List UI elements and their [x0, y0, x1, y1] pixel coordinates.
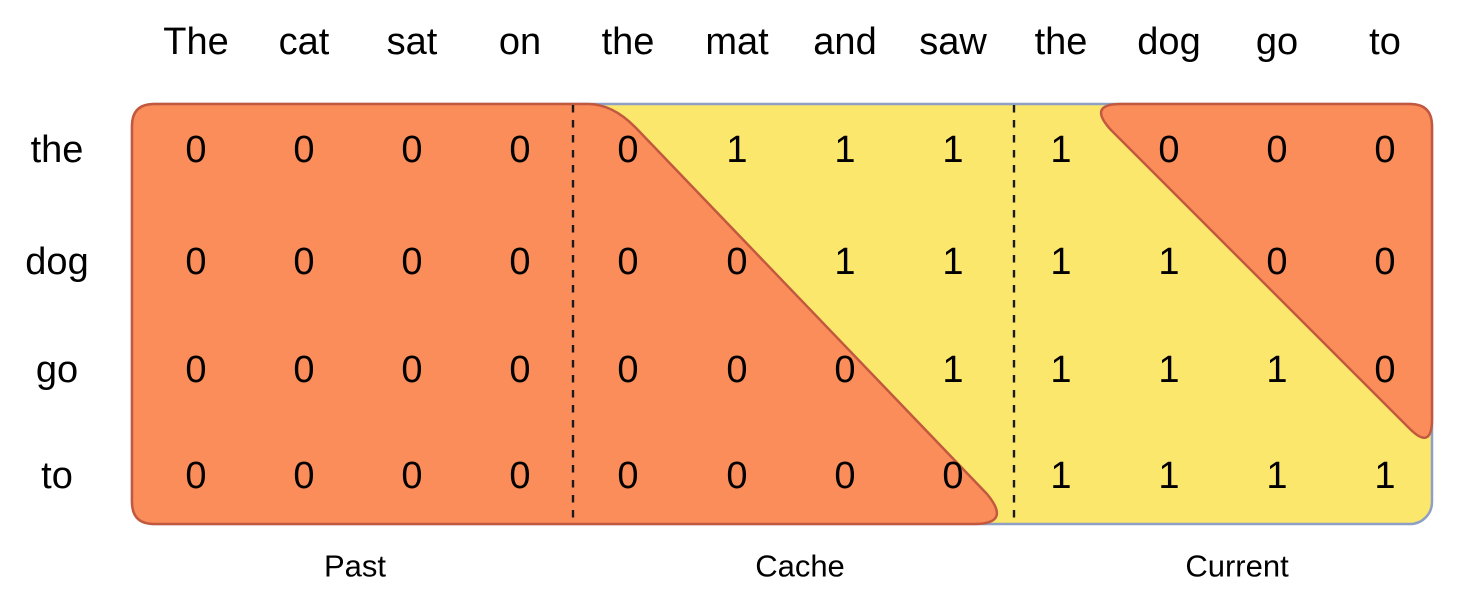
column-header: mat — [705, 21, 769, 63]
column-header: saw — [919, 21, 987, 63]
mask-cell: 0 — [509, 241, 530, 283]
mask-cell: 1 — [1050, 349, 1071, 391]
mask-cell: 0 — [617, 349, 638, 391]
mask-cell: 1 — [1158, 241, 1179, 283]
mask-cell: 0 — [1374, 241, 1395, 283]
column-header: the — [602, 21, 655, 63]
mask-cell: 0 — [293, 241, 314, 283]
row-label: dog — [25, 241, 88, 283]
mask-cell: 0 — [185, 349, 206, 391]
mask-cell: 0 — [1266, 129, 1287, 171]
mask-cell: 0 — [293, 129, 314, 171]
mask-cell: 0 — [617, 241, 638, 283]
mask-cell: 1 — [942, 129, 963, 171]
mask-cell: 1 — [942, 241, 963, 283]
section-label: Cache — [755, 549, 845, 584]
mask-values: 0 0 0 0 0 1 1 1 1 0 0 0 0 0 0 0 0 0 1 1 1 1 0 0 0 0 0 0 0 0 0 1 1 1 1 0 0 0 0 0… — [185, 129, 1395, 497]
mask-cell: 0 — [293, 349, 314, 391]
row-label: go — [36, 349, 78, 391]
mask-cell: 0 — [509, 349, 530, 391]
mask-cell: 0 — [1158, 129, 1179, 171]
mask-cell: 0 — [401, 349, 422, 391]
mask-cell: 0 — [185, 241, 206, 283]
mask-cell: 0 — [726, 241, 747, 283]
column-header: and — [813, 21, 876, 63]
mask-cell: 1 — [1050, 129, 1071, 171]
mask-cell: 0 — [185, 129, 206, 171]
masked-region-past — [130, 102, 999, 526]
mask-cell: 0 — [401, 455, 422, 497]
column-header: dog — [1137, 21, 1200, 63]
mask-cell: 0 — [1266, 241, 1287, 283]
mask-cell: 0 — [1374, 349, 1395, 391]
mask-cell: 0 — [401, 129, 422, 171]
mask-cell: 0 — [726, 349, 747, 391]
section-labels: Past Cache Current — [324, 549, 1289, 584]
mask-cell: 0 — [617, 129, 638, 171]
mask-cell: 0 — [1374, 129, 1395, 171]
mask-cell: 0 — [293, 455, 314, 497]
column-header: the — [1035, 21, 1088, 63]
mask-cell: 1 — [1266, 349, 1287, 391]
mask-cell: 1 — [1158, 455, 1179, 497]
column-header: The — [163, 21, 228, 63]
column-headers: The cat sat on the mat and saw the dog go to — [163, 21, 1401, 63]
mask-cell: 1 — [1266, 455, 1287, 497]
masked-region-future — [1099, 102, 1434, 439]
mask-cell: 1 — [834, 129, 855, 171]
column-header: to — [1369, 21, 1401, 63]
mask-cell: 1 — [942, 349, 963, 391]
column-header: on — [499, 21, 541, 63]
row-label: to — [41, 455, 73, 497]
mask-cell: 0 — [834, 455, 855, 497]
mask-cell: 1 — [1050, 241, 1071, 283]
mask-cell: 1 — [726, 129, 747, 171]
mask-cell: 0 — [942, 455, 963, 497]
section-label: Current — [1185, 549, 1289, 584]
mask-cell: 1 — [1374, 455, 1395, 497]
mask-cell: 0 — [726, 455, 747, 497]
mask-cell: 1 — [1158, 349, 1179, 391]
mask-cell: 0 — [185, 455, 206, 497]
mask-cell: 0 — [834, 349, 855, 391]
mask-cell: 0 — [509, 455, 530, 497]
mask-cell: 0 — [617, 455, 638, 497]
row-label: the — [31, 129, 84, 171]
mask-cell: 0 — [509, 129, 530, 171]
mask-cell: 0 — [401, 241, 422, 283]
column-header: go — [1256, 21, 1298, 63]
section-label: Past — [324, 549, 386, 584]
row-labels: the dog go to — [25, 129, 88, 497]
mask-cell: 1 — [834, 241, 855, 283]
column-header: cat — [279, 21, 330, 63]
column-header: sat — [387, 21, 438, 63]
mask-cell: 1 — [1050, 455, 1071, 497]
